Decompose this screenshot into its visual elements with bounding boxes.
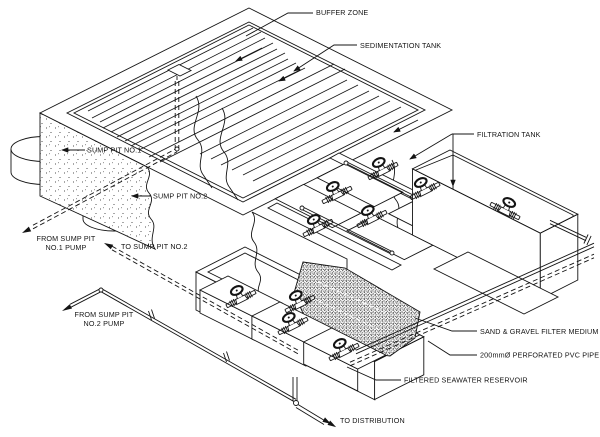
perforated-pipe-in-sand (317, 281, 389, 315)
label-filtration-tank: FILTRATION TANK (477, 130, 541, 139)
label-from-sump1-line1: FROM SUMP PIT (37, 234, 96, 243)
arrowhead (22, 226, 32, 233)
filtration-tank (411, 149, 579, 315)
callout-leaders (61, 12, 477, 381)
arrowhead (322, 417, 331, 424)
label-from-sump2-line2: NO.2 PUMP (84, 319, 125, 328)
arrowhead (327, 420, 337, 428)
leader-sedimentation (293, 44, 357, 72)
leader-buffer-zone (245, 12, 313, 37)
label-sedimentation-tank: SEDIMENTATION TANK (360, 41, 441, 50)
label-from-sump2-line1: FROM SUMP PIT (75, 310, 134, 319)
pipe-to-sump2 (104, 243, 299, 355)
settler-plates-bay1 (87, 27, 301, 151)
label-filtered-reservoir: FILTERED SEAWATER RESERVOIR (404, 376, 528, 385)
label-sand-gravel: SAND & GRAVEL FILTER MEDIUM (480, 327, 599, 336)
pipe-to-distribution (292, 377, 337, 428)
pipe-from-sump2-pump (62, 287, 297, 404)
arrowhead (62, 304, 72, 311)
pipe-stub-flanged (549, 219, 592, 246)
label-from-sump1-line2: NO.1 PUMP (46, 243, 87, 252)
pipe-right-outfall (349, 242, 595, 367)
sedimentation-tank (38, 7, 454, 251)
cutaway-left-wall (39, 112, 157, 251)
label-buffer-zone: BUFFER ZONE (316, 8, 368, 17)
label-to-sump2: TO SUMP PIT NO.2 (121, 242, 188, 251)
inlet-fitting (166, 63, 193, 80)
label-sump-pit-1: SUMP PIT NO.1 (87, 146, 141, 155)
leader-reservoir (346, 366, 401, 381)
leader-sand-gravel (414, 317, 477, 332)
perforated-pipe-in-sand (311, 297, 381, 331)
label-pvc-pipe: 200mmØ PERFORATED PVC PIPE (480, 351, 599, 360)
arrowhead (104, 243, 114, 250)
leader-filtration-diag (409, 133, 453, 160)
callout-labels: BUFFER ZONE SEDIMENTATION TANK FILTRATIO… (37, 8, 600, 425)
pipe-couplings (148, 309, 230, 363)
label-sump-pit-2: SUMP PIT NO.2 (153, 192, 207, 201)
pipe-from-sump1-pump (22, 80, 180, 233)
label-to-distribution: TO DISTRIBUTION (340, 416, 405, 425)
settler-plates-bay2 (199, 79, 402, 182)
right-wing-step (432, 251, 560, 315)
leader-pvc-pipe (427, 340, 477, 356)
hopper-cut-edges (193, 95, 401, 233)
